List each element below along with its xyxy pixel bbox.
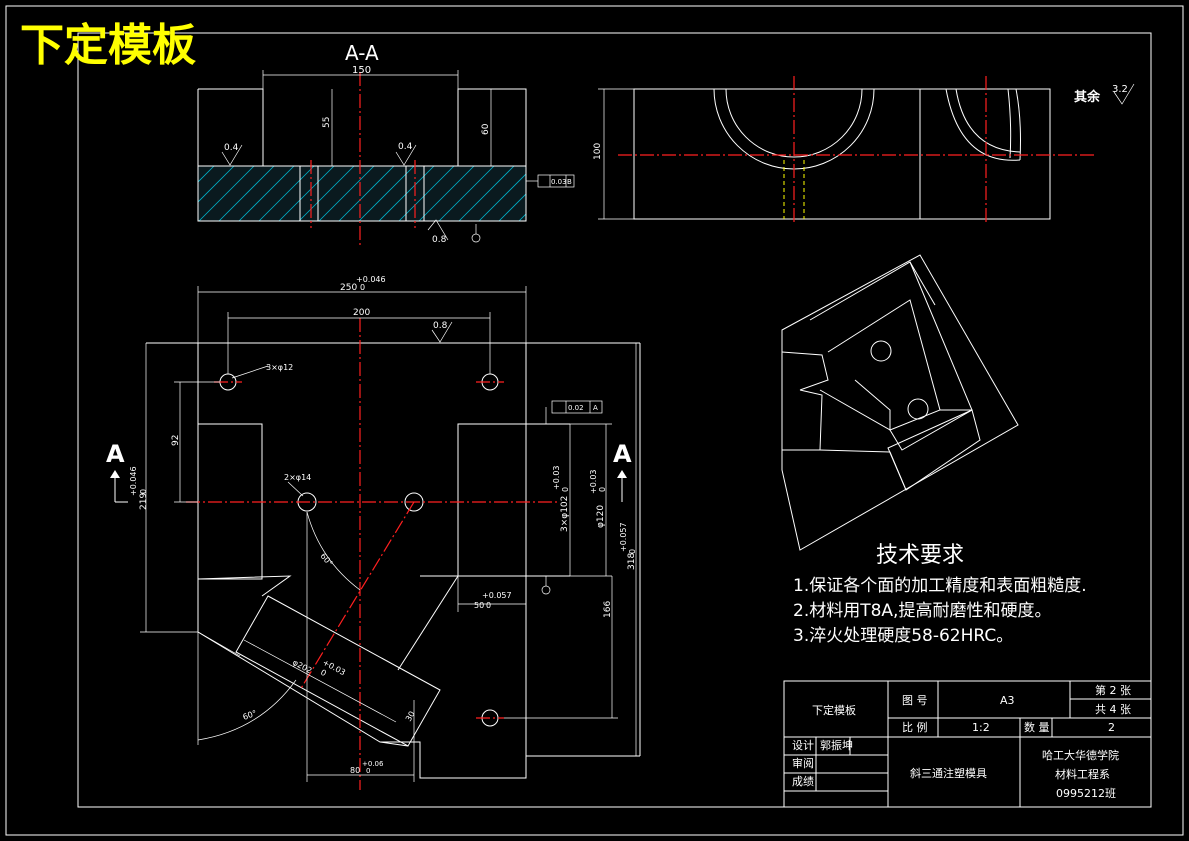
svg-text:审阅: 审阅 — [792, 756, 814, 770]
sheet-border — [5, 5, 1184, 836]
svg-text:A: A — [613, 440, 632, 468]
svg-text:0: 0 — [360, 283, 365, 292]
requirement-3: 3.淬火处理硬度58-62HRC。 — [793, 626, 1013, 646]
section-label: A-A — [345, 41, 379, 65]
requirement-2: 2.材料用T8A,提高耐磨性和硬度。 — [793, 601, 1051, 621]
tb-class: 0995212班 — [1056, 787, 1116, 800]
svg-text:A: A — [593, 404, 598, 412]
svg-text:+0.046: +0.046 — [356, 275, 386, 284]
tb-school: 哈工大华德学院 — [1042, 748, 1119, 762]
svg-text:第 2 张: 第 2 张 — [1095, 683, 1131, 697]
svg-text:200: 200 — [353, 308, 370, 318]
svg-text:0.02: 0.02 — [568, 404, 584, 412]
svg-text:郭振坤: 郭振坤 — [820, 738, 853, 752]
drawing-frame — [77, 32, 1152, 808]
svg-text:250: 250 — [340, 283, 357, 293]
svg-text:80: 80 — [350, 766, 360, 775]
svg-text:0.8: 0.8 — [433, 321, 448, 331]
svg-text:数 量: 数 量 — [1024, 721, 1050, 734]
svg-text:55: 55 — [322, 117, 332, 128]
svg-text:60: 60 — [481, 123, 491, 135]
svg-text:+0.03: +0.03 — [589, 469, 598, 494]
svg-text:+0.057: +0.057 — [482, 591, 512, 600]
isometric-view — [781, 254, 1019, 551]
svg-text:0: 0 — [598, 487, 607, 492]
svg-text:30: 30 — [404, 710, 417, 723]
svg-text:共 4 张: 共 4 张 — [1095, 703, 1131, 716]
requirement-1: 1.保证各个面的加工精度和表面粗糙度. — [793, 576, 1087, 596]
tb-part-name: 下定模板 — [812, 703, 856, 717]
side-view: 100 — [593, 76, 1094, 225]
svg-text:3×φ102: 3×φ102 — [560, 496, 570, 532]
svg-text:2×φ14: 2×φ14 — [284, 473, 311, 482]
svg-text:+0.046: +0.046 — [129, 466, 138, 496]
requirements-heading: 技术要求 — [876, 543, 964, 568]
svg-text:318: 318 — [627, 553, 637, 570]
svg-text:成绩: 成绩 — [792, 775, 814, 788]
svg-text:2: 2 — [1108, 721, 1115, 734]
title-block: 下定模板 图 号 A3 第 2 张 共 4 张 比 例 1:2 数 量 2 设计… — [783, 680, 1152, 808]
svg-text:166: 166 — [603, 601, 613, 618]
svg-text:设计: 设计 — [792, 739, 814, 752]
view-marker-left: A — [106, 440, 128, 503]
svg-text:0: 0 — [561, 487, 570, 492]
svg-text:0: 0 — [319, 668, 328, 678]
svg-text:A3: A3 — [1000, 694, 1015, 707]
svg-text:0: 0 — [486, 601, 491, 610]
svg-text:100: 100 — [593, 143, 603, 160]
svg-text:0.4: 0.4 — [224, 143, 239, 153]
svg-text:A: A — [106, 440, 125, 468]
svg-text:图 号: 图 号 — [902, 694, 928, 707]
svg-text:1:2: 1:2 — [972, 721, 990, 734]
svg-text:0.03: 0.03 — [551, 178, 567, 186]
technical-requirements: 技术要求 1.保证各个面的加工精度和表面粗糙度. 2.材料用T8A,提高耐磨性和… — [793, 543, 1087, 646]
svg-text:92: 92 — [171, 435, 181, 446]
svg-text:219: 219 — [139, 493, 149, 510]
drawing-title: 下定模板 — [20, 20, 196, 71]
svg-text:0: 0 — [628, 549, 637, 554]
plan-view: 250 +0.046 0 200 0.8 3×φ12 0.02 A 92 219… — [129, 275, 641, 790]
surface-note-value: 3.2 — [1112, 84, 1128, 95]
svg-text:比 例: 比 例 — [902, 720, 928, 734]
tb-project: 斜三通注塑模具 — [910, 766, 987, 780]
svg-text:φ120: φ120 — [596, 505, 606, 528]
section-view: A-A — [197, 41, 575, 245]
svg-text:0: 0 — [366, 767, 370, 775]
svg-text:+0.03: +0.03 — [552, 465, 561, 490]
svg-text:+0.057: +0.057 — [619, 522, 628, 552]
dim-150: 150 — [352, 65, 371, 76]
svg-text:0: 0 — [139, 489, 148, 494]
svg-text:0.8: 0.8 — [432, 235, 447, 245]
svg-text:φ202: φ202 — [291, 658, 313, 676]
surface-note-label: 其余 — [1074, 89, 1101, 105]
svg-text:60°: 60° — [242, 709, 258, 722]
svg-text:0.4: 0.4 — [398, 142, 413, 152]
svg-text:3×φ12: 3×φ12 — [266, 363, 293, 372]
svg-text:60°: 60° — [318, 552, 334, 569]
svg-text:B: B — [567, 178, 572, 186]
svg-text:50: 50 — [474, 601, 484, 610]
tb-department: 材料工程系 — [1055, 767, 1110, 781]
svg-text:+0.06: +0.06 — [362, 760, 384, 768]
view-marker-right: A — [613, 440, 632, 502]
